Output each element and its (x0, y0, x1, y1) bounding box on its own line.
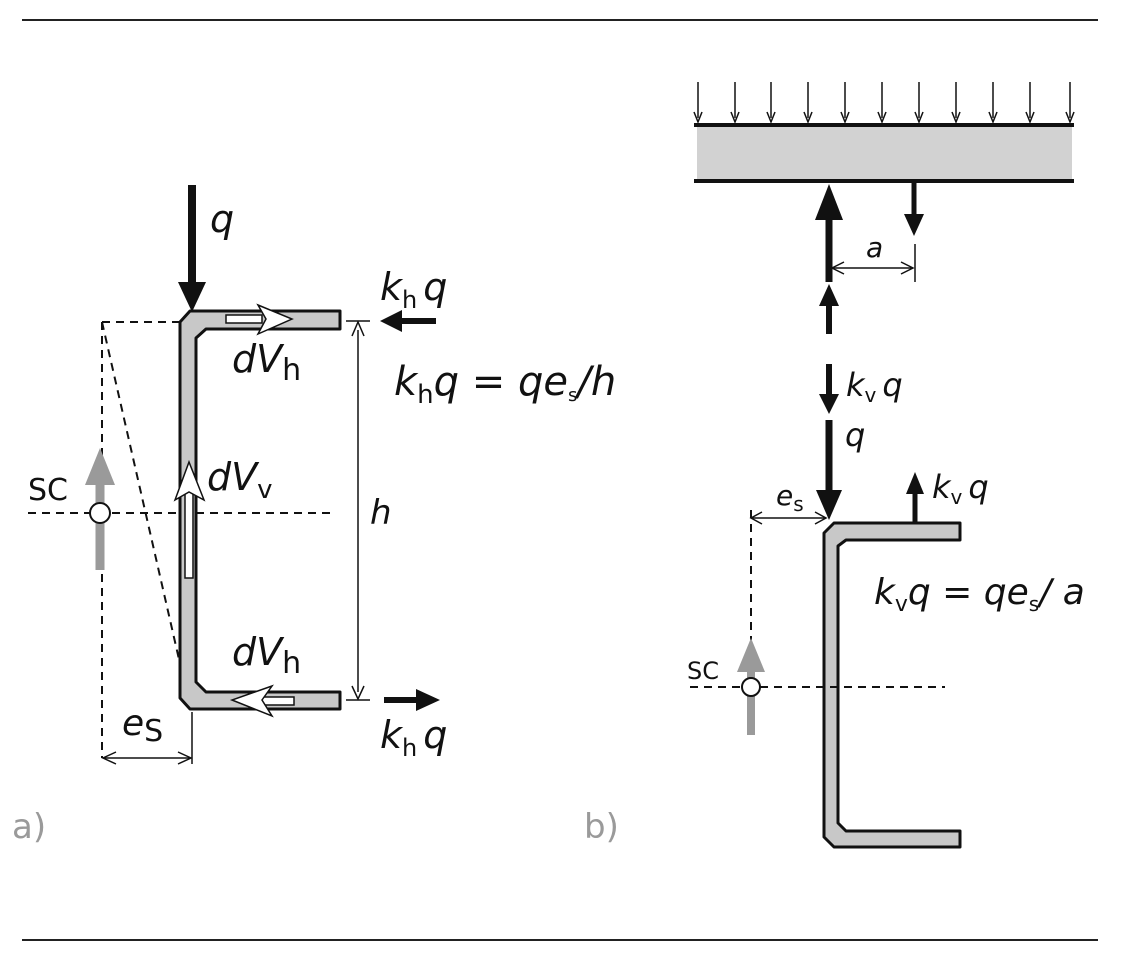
panel-b-label: b) (584, 807, 619, 847)
q-label-b: q (845, 416, 865, 454)
channel-section-a (178, 309, 342, 711)
distributed-load-arrowhead (730, 111, 740, 125)
dVh-bottom-label: dVh (232, 630, 301, 681)
h-label: h (370, 493, 392, 533)
dVh-bottom-flow-arrow (229, 684, 295, 718)
mid-up-arrowhead (819, 284, 839, 306)
kh-top-arrowhead (380, 310, 402, 332)
distributed-load-arrowhead (693, 111, 703, 125)
distributed-load-arrowhead (988, 111, 998, 125)
kh-bottom-arrowhead (416, 689, 440, 711)
sc-arrowhead-a (85, 448, 115, 485)
es-arrow-right-a (177, 751, 193, 765)
q-label-a: q (210, 197, 234, 241)
distributed-load-arrowhead (1065, 111, 1075, 125)
distributed-load-arrowhead (766, 111, 776, 125)
shear-center-a (89, 502, 111, 524)
distributed-load-arrowhead (1025, 111, 1035, 125)
distributed-load-arrowhead (951, 111, 961, 125)
a-arrow-right (900, 261, 915, 275)
dVh-top-flow-arrow (225, 303, 294, 336)
es-arrow-right-b (814, 511, 828, 525)
reaction-up-arrowhead (815, 184, 843, 220)
dVv-label: dVv (207, 455, 273, 505)
es-label-b: es (776, 479, 804, 516)
distributed-load-arrowhead (840, 111, 850, 125)
distributed-load-arrowhead (877, 111, 887, 125)
q-load-arrowhead-b (816, 490, 842, 520)
es-label-a: eS (122, 703, 163, 749)
h-dim-arrow-bottom (351, 685, 365, 701)
slab-down-arrowhead (904, 214, 924, 236)
es-arrow-left-a (101, 751, 117, 765)
kvq-up-arrowhead (906, 472, 924, 494)
sc-label-a: SC (28, 473, 68, 508)
h-dim-arrow-top (351, 320, 365, 337)
sc-label-b: SC (687, 657, 719, 685)
panel-a-label: a) (12, 807, 46, 847)
a-label: a (866, 231, 883, 264)
kh-equation: khq = qes/h (394, 359, 616, 410)
dVv-flow-arrow (173, 459, 206, 579)
distributed-load-arrowhead (914, 111, 924, 125)
shear-center-b (741, 677, 761, 697)
distributed-load (693, 82, 1075, 125)
dVh-top-label: dVh (232, 337, 301, 388)
slab (697, 125, 1072, 181)
a-arrow-left (830, 261, 845, 275)
sc-arrowhead-b (737, 638, 765, 672)
channel-section-b (822, 521, 962, 849)
distributed-load-arrowhead (803, 111, 813, 125)
q-load-arrowhead (178, 282, 206, 312)
dashed-diagonal-line (101, 321, 187, 691)
kvq-down-arrowhead (819, 394, 839, 414)
kv-equation: kvq = qes/ a (874, 572, 1085, 617)
